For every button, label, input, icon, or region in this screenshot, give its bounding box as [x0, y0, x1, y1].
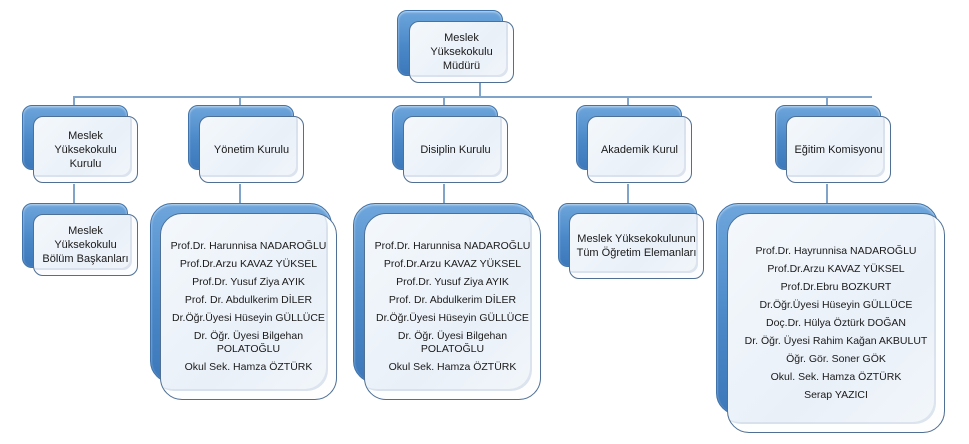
root-label: Meslek Yüksekokulu Müdürü	[409, 21, 514, 83]
connector-root-down	[479, 83, 481, 97]
member-list: Prof.Dr. Harunnisa NADAROĞLU Prof.Dr.Arz…	[375, 240, 531, 374]
connector-child-2	[443, 184, 445, 204]
member-list: Prof.Dr. Harunnisa NADAROĞLU Prof.Dr.Arz…	[171, 240, 327, 374]
member: Okul Sek. Hamza ÖZTÜRK	[184, 360, 313, 373]
member: Okul Sek. Hamza ÖZTÜRK	[388, 360, 517, 373]
member: Dr.Öğr.Üyesi Hüseyin GÜLLÜCE	[759, 298, 913, 311]
member: Prof.Dr. Hayrunnisa NADAROĞLU	[755, 244, 917, 257]
connector-child-0	[73, 184, 75, 204]
member: Prof. Dr. Abdulkerim DİLER	[388, 293, 517, 306]
member: Prof.Dr. Harunnisa NADAROĞLU	[374, 239, 531, 252]
member: Prof.Dr.Arzu KAVAZ YÜKSEL	[767, 262, 905, 275]
member: Prof.Dr.Arzu KAVAZ YÜKSEL	[179, 257, 318, 270]
connector-horizontal	[73, 96, 872, 98]
member: Doç.Dr. Hülya Öztürk DOĞAN	[765, 316, 907, 329]
member: Dr.Öğr.Üyesi Hüseyin GÜLLÜCE	[172, 311, 325, 324]
member: Dr. Öğr. Üyesi Bilgehan POLATOĞLU	[193, 329, 304, 355]
member: Dr. Öğr. Üyesi Bilgehan POLATOĞLU	[397, 329, 508, 355]
connector-child-1	[239, 184, 241, 204]
member: Okul. Sek. Hamza ÖZTÜRK	[770, 370, 902, 383]
unit-label: Disiplin Kurulu	[403, 116, 508, 183]
member: Dr. Öğr. Üyesi Rahim Kağan AKBULUT	[744, 334, 928, 347]
unit-label: Yönetim Kurulu	[199, 116, 304, 183]
unit-label: Akademik Kurul	[587, 116, 692, 183]
connector-child-3	[627, 184, 629, 204]
member: Prof.Dr.Ebru BOZKURT	[780, 280, 892, 293]
member-list: Prof.Dr. Hayrunnisa NADAROĞLU Prof.Dr.Ar…	[745, 245, 928, 402]
member: Dr.Öğr.Üyesi Hüseyin GÜLLÜCE	[376, 311, 529, 324]
member: Öğr. Gör. Soner GÖK	[786, 352, 886, 365]
unit-label: Meslek Yüksekokulu Kurulu	[33, 116, 138, 183]
member: Serap YAZICI	[804, 388, 868, 401]
unit-label: Eğitim Komisyonu	[786, 116, 891, 183]
member: Prof.Dr.Arzu KAVAZ YÜKSEL	[383, 257, 522, 270]
member: Prof.Dr. Harunnisa NADAROĞLU	[170, 239, 327, 252]
connector-child-4	[826, 184, 828, 204]
child-label: Meslek Yüksekokulunun Tüm Öğretim Eleman…	[569, 213, 704, 279]
child-label: Meslek Yüksekokulu Bölüm Başkanları	[33, 214, 138, 276]
member: Prof. Dr. Abdulkerim DİLER	[184, 293, 313, 306]
member: Prof.Dr. Yusuf Ziya AYIK	[396, 275, 509, 288]
member: Prof.Dr. Yusuf Ziya AYIK	[192, 275, 305, 288]
